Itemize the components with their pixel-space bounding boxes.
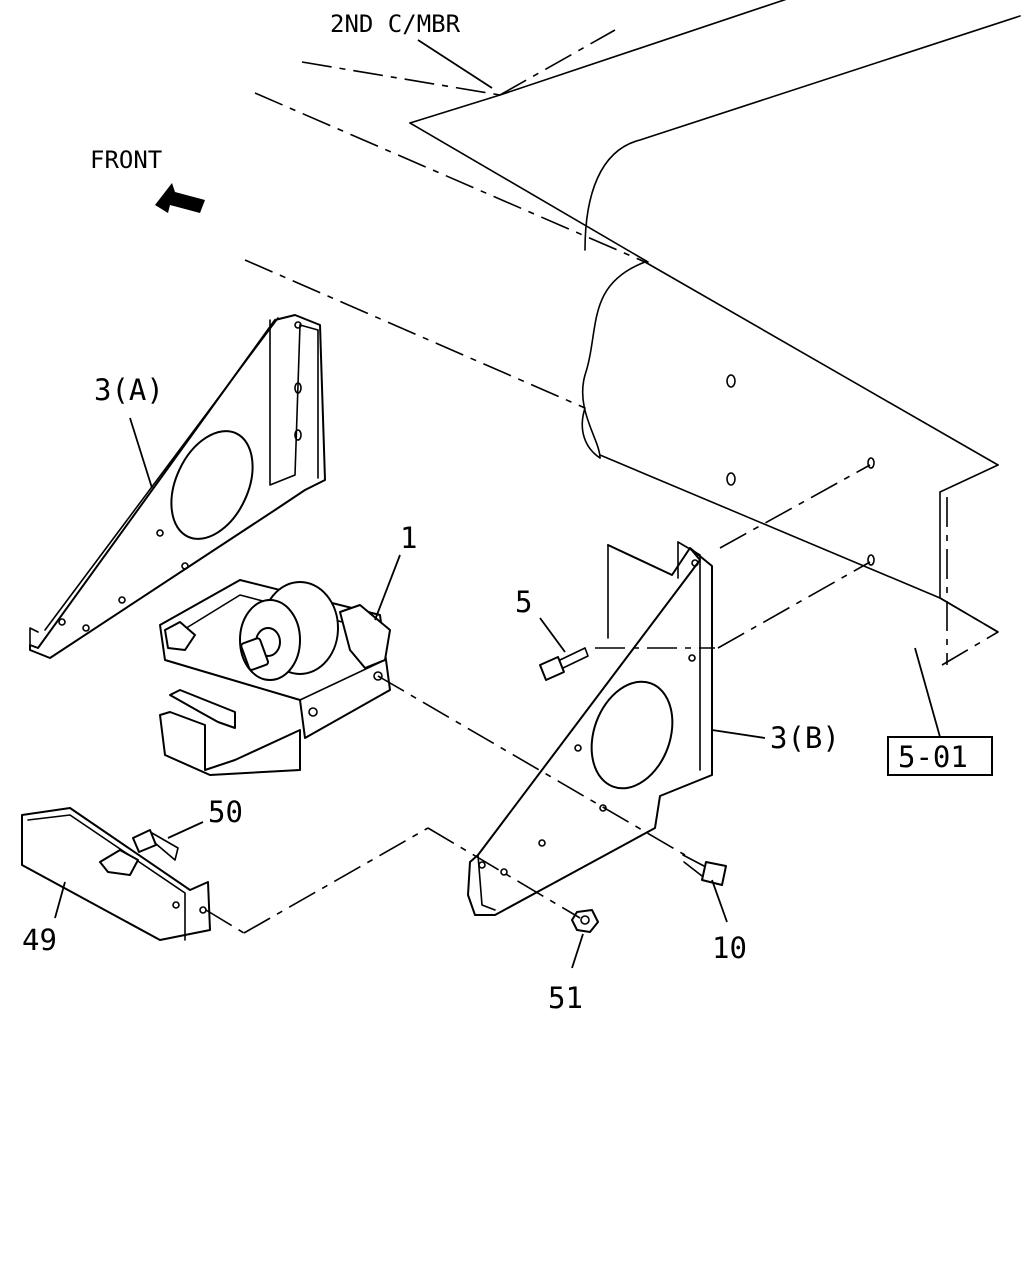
- bolt-50: [132, 829, 179, 861]
- bolt-5: [539, 647, 589, 681]
- leader-lines: [54, 39, 941, 969]
- part-1-label: 1: [400, 521, 417, 555]
- assembly-lines: [205, 464, 871, 934]
- front-arrow-icon: [155, 183, 205, 213]
- part-5-label: 5: [515, 585, 532, 619]
- nut-51: [571, 909, 599, 933]
- ref-box-label[interactable]: 5-01: [898, 740, 968, 774]
- front-label: FRONT: [90, 146, 162, 174]
- ref-box-frame: [887, 736, 993, 776]
- mounting-rubber-assembly: [159, 579, 391, 776]
- crossmember-label: 2ND C/MBR: [330, 10, 461, 38]
- bracket-3b-label: 3(B): [770, 721, 840, 755]
- bracket-49: [21, 807, 211, 941]
- bracket-3a-label: 3(A): [94, 373, 164, 407]
- second-crossmember: [301, 0, 1021, 263]
- bolt-10: [682, 854, 727, 886]
- part-50-label: 50: [208, 795, 243, 829]
- part-51-label: 51: [548, 981, 583, 1015]
- bracket-3b: [467, 541, 713, 916]
- bracket-3a: [29, 314, 326, 659]
- frame-rail: [244, 92, 999, 666]
- part-10-label: 10: [712, 931, 747, 965]
- part-49-label: 49: [22, 923, 57, 957]
